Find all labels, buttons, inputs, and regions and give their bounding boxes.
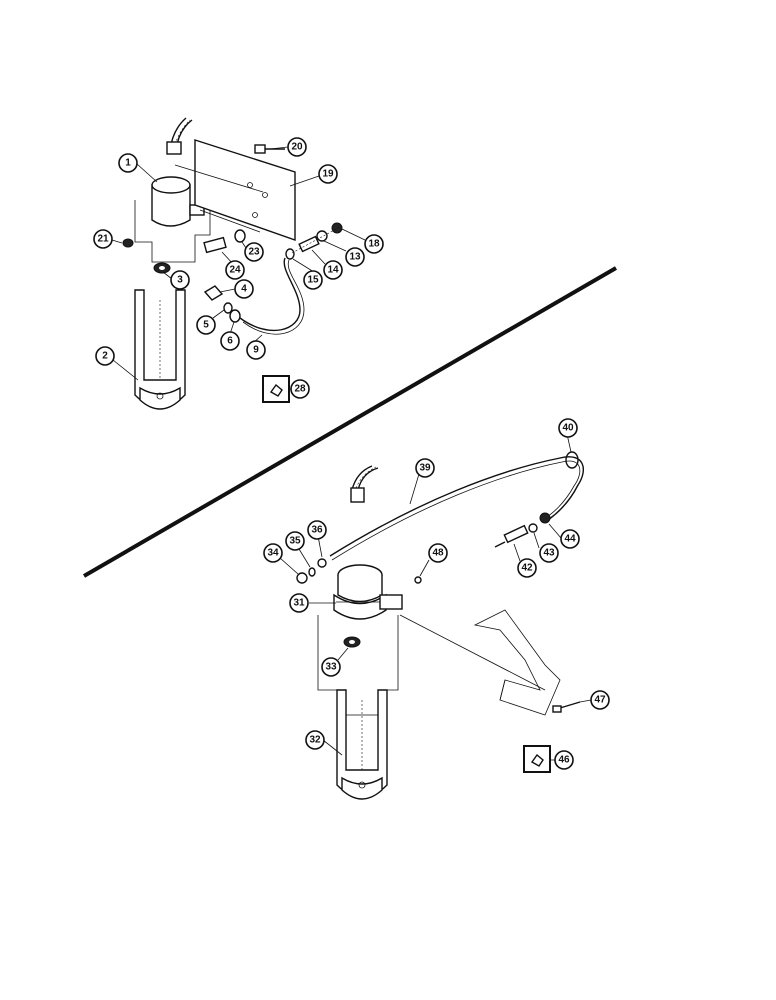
section-divider-line [82, 266, 618, 578]
callout-6: 6 [220, 331, 240, 351]
upper-assembly [122, 117, 343, 410]
callout-6-label: 6 [227, 336, 233, 347]
callout-23-label: 23 [248, 247, 260, 258]
callout-33: 33 [321, 657, 341, 677]
callout-31-label: 31 [293, 598, 305, 609]
callout-35: 35 [285, 531, 305, 551]
callout-13: 13 [345, 247, 365, 267]
callout-5-label: 5 [203, 320, 209, 331]
callout-4-label: 4 [241, 284, 247, 295]
callout-43: 43 [539, 543, 559, 563]
callout-3-label: 3 [177, 275, 183, 286]
callout-18-label: 18 [368, 239, 380, 250]
kit-box-46 [523, 745, 551, 773]
callout-36-label: 36 [311, 525, 323, 536]
callout-36: 36 [307, 520, 327, 540]
callout-28-label: 28 [294, 384, 306, 395]
callout-9-label: 9 [253, 345, 259, 356]
callout-1-label: 1 [125, 158, 131, 169]
callout-14-label: 14 [327, 265, 339, 276]
callout-48: 48 [428, 543, 448, 563]
callout-42: 42 [517, 558, 537, 578]
callout-28: 28 [290, 379, 310, 399]
callout-35-label: 35 [289, 536, 301, 547]
callout-4: 4 [234, 279, 254, 299]
callout-40-label: 40 [562, 423, 574, 434]
callout-46-label: 46 [558, 755, 570, 766]
callout-23: 23 [244, 242, 264, 262]
callout-43-label: 43 [543, 548, 555, 559]
callout-19: 19 [318, 164, 338, 184]
callout-20: 20 [287, 137, 307, 157]
callout-33-label: 33 [325, 662, 337, 673]
kit-box-28 [262, 375, 290, 403]
callout-2: 2 [95, 346, 115, 366]
callout-34-label: 34 [267, 548, 279, 559]
callout-39: 39 [415, 458, 435, 478]
callout-44-label: 44 [564, 534, 576, 545]
callout-21-label: 21 [97, 234, 109, 245]
callout-21: 21 [93, 229, 113, 249]
callout-15: 15 [303, 270, 323, 290]
callout-13-label: 13 [349, 252, 361, 263]
callout-14: 14 [323, 260, 343, 280]
callout-32-label: 32 [309, 735, 321, 746]
lower-assembly [296, 451, 584, 800]
callout-32: 32 [305, 730, 325, 750]
callout-9: 9 [246, 340, 266, 360]
callout-47-label: 47 [594, 695, 606, 706]
callout-47: 47 [590, 690, 610, 710]
callout-2-label: 2 [102, 351, 108, 362]
callout-42-label: 42 [521, 563, 533, 574]
callout-19-label: 19 [322, 169, 334, 180]
callout-44: 44 [560, 529, 580, 549]
callout-1: 1 [118, 153, 138, 173]
callout-39-label: 39 [419, 463, 431, 474]
callout-34: 34 [263, 543, 283, 563]
callout-46: 46 [554, 750, 574, 770]
callout-40: 40 [558, 418, 578, 438]
callout-31: 31 [289, 593, 309, 613]
callout-48-label: 48 [432, 548, 444, 559]
callout-20-label: 20 [291, 142, 303, 153]
callout-24: 24 [225, 260, 245, 280]
callout-15-label: 15 [307, 275, 319, 286]
callout-18: 18 [364, 234, 384, 254]
leader-lines [111, 146, 592, 761]
callout-5: 5 [196, 315, 216, 335]
callout-24-label: 24 [229, 265, 241, 276]
callout-3: 3 [170, 270, 190, 290]
